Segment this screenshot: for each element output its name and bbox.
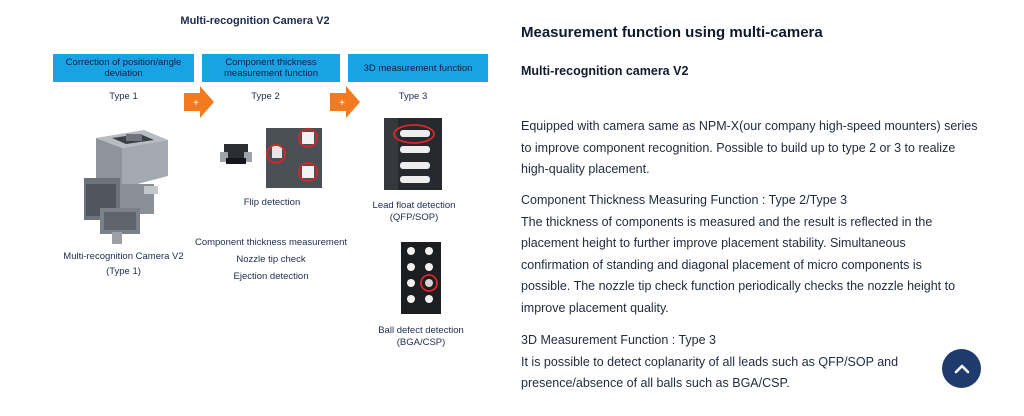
band-position-correction: Correction of position/angle deviation	[53, 54, 194, 82]
type-2-label: Type 2	[251, 91, 280, 102]
flip-detection-image	[266, 128, 322, 188]
component-chip-image	[220, 144, 252, 164]
camera-caption: Multi-recognition Camera V2 (Type 1)	[63, 251, 184, 277]
arrow-plus: +	[193, 98, 199, 109]
paragraph-3d: 3D Measurement Function : Type 3 It is p…	[521, 333, 899, 390]
figure-title: Multi-recognition Camera V2	[180, 15, 330, 27]
multi-camera-figure: Multi-recognition Camera V2 Correction o…	[0, 0, 510, 416]
arrow-right-icon: +	[330, 86, 360, 118]
band-3d-measurement: 3D measurement function	[348, 54, 488, 82]
lead-float-caption: Lead float detection (QFP/SOP)	[372, 200, 456, 223]
ball-defect-image	[401, 242, 441, 314]
paragraph-thickness: Component Thickness Measuring Function :…	[521, 193, 956, 315]
type-3-label: Type 3	[398, 91, 428, 102]
paragraph-overview: Equipped with camera same as NPM-X(our c…	[521, 119, 978, 176]
type2-feature-list: Component thickness measurement Nozzle t…	[194, 237, 348, 282]
type-1-label: Type 1	[109, 91, 138, 102]
scroll-to-top-button[interactable]	[942, 349, 981, 388]
chevron-up-icon	[954, 364, 969, 373]
band-thickness-measurement: Component thickness measurement function	[202, 54, 340, 82]
camera-device-image	[84, 130, 168, 244]
ball-defect-caption: Ball defect detection (BGA/CSP)	[378, 325, 464, 348]
section-subheading: Multi-recognition camera V2	[521, 64, 689, 78]
lead-float-image	[384, 118, 442, 190]
arrow-plus: +	[339, 98, 345, 109]
arrow-right-icon: +	[184, 86, 214, 118]
flip-detection-caption: Flip detection	[243, 197, 301, 208]
section-heading: Measurement function using multi-camera	[521, 24, 823, 41]
